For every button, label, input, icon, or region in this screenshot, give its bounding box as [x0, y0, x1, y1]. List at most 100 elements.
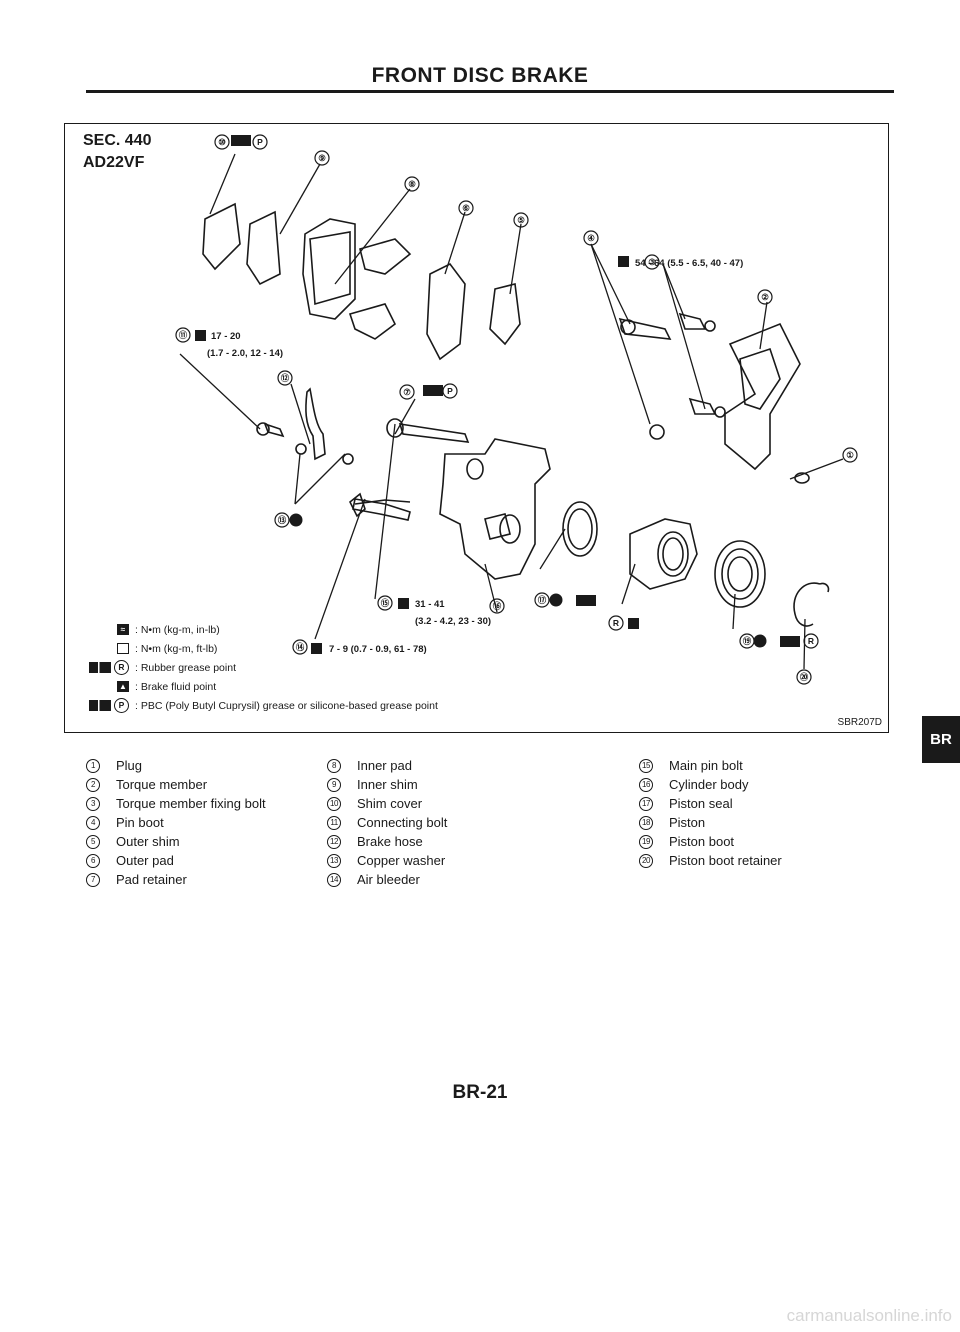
- model-code: AD22VF: [83, 154, 145, 171]
- callout-16: ⑯: [493, 601, 502, 611]
- inner-shim-shape: [246, 210, 281, 286]
- pbc-p-icon: P: [114, 698, 129, 713]
- connecting-bolt-shape: [263, 422, 285, 438]
- grease-icon: [89, 700, 111, 711]
- pin-boot-2-shape: [649, 424, 665, 440]
- r-symbol-19: R: [808, 636, 814, 646]
- torque-15-nm: 31 - 41: [415, 599, 445, 610]
- callout-17: ⑰: [538, 595, 547, 605]
- legend-row-torque-in-lb: ≈ : N•m (kg-m, in-lb): [75, 620, 438, 639]
- callout-1: ①: [846, 450, 854, 460]
- main-pin-bolt-shape: [398, 423, 470, 443]
- callout-12: ⑫: [281, 373, 290, 383]
- rubber-r-icon: R: [114, 660, 129, 675]
- exploded-view-drawing: ⑩ P ⑨ ⑧ ⑥ ⑤ ④ ③ ② ⑪ ⑫ ⑦ P ⑬ ⑮ ⑯ ⑭ ⑰ R R …: [175, 134, 858, 685]
- outer-shim-shape: [489, 283, 521, 346]
- pin-boot-shape: [618, 317, 672, 340]
- callout-9: ⑨: [318, 153, 326, 163]
- grease-symbol-19: [780, 636, 800, 647]
- legend-row-pbc-grease: P : PBC (Poly Butyl Cuprysil) grease or …: [75, 696, 438, 715]
- torque-symbol-11: [195, 330, 206, 341]
- pad-retainer-shape: [359, 238, 412, 275]
- symbol-marks: [195, 135, 800, 654]
- page-number: BR-21: [452, 1082, 508, 1103]
- section-tab: BR: [922, 716, 960, 763]
- torque-symbol-3: [618, 256, 629, 267]
- legend-row-torque-ft-lb: : N•m (kg-m, ft-lb): [75, 639, 438, 658]
- torque-member-shape: [724, 322, 801, 471]
- callout-7: ⑦: [403, 387, 411, 397]
- title-rule: [86, 90, 894, 93]
- piston-shape: [629, 518, 698, 590]
- figure-code: SBR207D: [837, 717, 882, 728]
- callout-20: ⑳: [800, 672, 809, 682]
- r-symbol-17: R: [613, 618, 619, 628]
- brake-fluid-icon: ▲: [117, 681, 129, 692]
- plug-shape: [794, 472, 810, 484]
- replace-symbol-19: [753, 634, 767, 648]
- p-symbol-10: P: [257, 137, 263, 147]
- callout-circles: [175, 134, 858, 685]
- legend-row-rubber-grease: R : Rubber grease point: [75, 658, 438, 677]
- callout-3: ③: [648, 257, 656, 267]
- torque-11-nm: 17 - 20: [211, 331, 241, 342]
- grease-symbol-17: [576, 595, 596, 606]
- grease-icon: [89, 662, 111, 673]
- parts-sketch: [202, 202, 830, 627]
- copper-washer-shape: [295, 443, 307, 455]
- fluid-symbol-18: [628, 618, 639, 629]
- callout-15: ⑮: [381, 598, 390, 608]
- callout-8: ⑧: [408, 179, 416, 189]
- p-symbol-7: P: [447, 386, 453, 396]
- torque-wrench-icon: ≈: [117, 624, 129, 635]
- torque-values: 54 - 64 (5.5 - 6.5, 40 - 47) 17 - 20 (1.…: [207, 258, 743, 655]
- inner-pad-shape: [302, 218, 356, 320]
- grease-symbol-10: [231, 135, 251, 146]
- callout-10: ⑩: [218, 137, 226, 147]
- torque-15-detail: (3.2 - 4.2, 23 - 30): [415, 616, 491, 627]
- symbol-legend: ≈ : N•m (kg-m, in-lb) : N•m (kg-m, ft-lb…: [75, 620, 438, 715]
- section-label: SEC. 440 AD22VF: [83, 130, 151, 174]
- watermark: carmanualsonline.info: [786, 1306, 952, 1325]
- callout-19: ⑲: [743, 636, 752, 646]
- replace-symbol-17: [549, 593, 563, 607]
- callout-11: ⑪: [179, 330, 188, 340]
- callout-4: ④: [587, 233, 595, 243]
- callout-2: ②: [761, 292, 769, 302]
- piston-seal-shape: [562, 501, 598, 557]
- outer-pad-shape: [426, 262, 466, 361]
- grease-symbol-7: [423, 385, 443, 396]
- torque-symbol-15: [398, 598, 409, 609]
- legend-row-brake-fluid: ▲ : Brake fluid point: [75, 677, 438, 696]
- retainer-ring-shape: [793, 582, 821, 627]
- shim-cover-shape: [202, 202, 241, 271]
- torque-wrench-outline-icon: [117, 643, 129, 654]
- callout-13: ⑬: [278, 515, 287, 525]
- section-number: SEC. 440: [83, 132, 152, 149]
- leader-lines: [179, 153, 844, 670]
- torque-symbol-14: [311, 643, 322, 654]
- replace-symbol-13: [289, 513, 303, 527]
